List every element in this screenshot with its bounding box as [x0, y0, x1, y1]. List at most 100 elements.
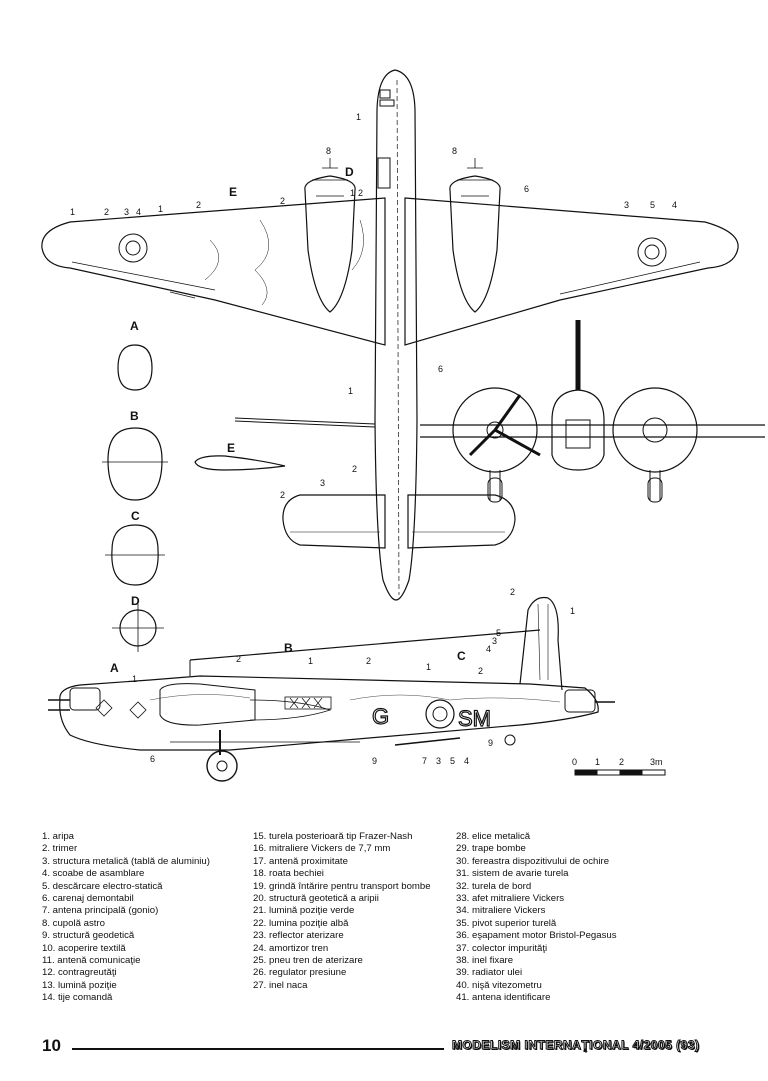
front-view-right-engine [612, 387, 698, 473]
legend-item: 8. cupolă astro [42, 917, 105, 929]
label-section-c: C [131, 509, 140, 523]
legend-item: 25. pneu tren de aterizare [253, 955, 363, 967]
scale-tick-3: 3m [650, 757, 663, 767]
label-section-a: A [130, 319, 139, 333]
callout-3b: 3 [624, 200, 629, 210]
callout-1i: 1 [426, 662, 431, 672]
scale-tick-2: 2 [619, 757, 624, 767]
legend-item: 13. lumină poziţie [42, 979, 117, 991]
code-letters-sm: SM [458, 706, 491, 731]
legend-item: 14. tije comandă [42, 992, 113, 1004]
legend-item: 3. structura metalică (tablă de aluminiu… [42, 855, 210, 867]
callout-1d: 1 [356, 112, 361, 122]
legend-item: 18. roata bechiei [253, 868, 324, 880]
callout-2i: 2 [366, 656, 371, 666]
section-c-shape [111, 524, 159, 586]
legend-item: 10. acoperire textilă [42, 942, 126, 954]
legend-item: 11. antenă comunicaţie [42, 955, 141, 967]
legend-item: 29. trape bombe [456, 843, 526, 855]
legend-item: 22. lumina poziţie albă [253, 917, 349, 929]
callout-1h: 1 [308, 656, 313, 666]
callout-5b: 5 [496, 628, 501, 638]
top-view-right-wing [404, 197, 739, 346]
scale-tick-1: 1 [595, 757, 600, 767]
legend-item: 35. pivot superior turelă [456, 917, 557, 929]
top-view-fuselage [374, 69, 418, 601]
legend-item: 40. nişă vitezometru [456, 979, 542, 991]
legend-item: 9. structură geodetică [42, 930, 135, 942]
legend-item: 31. sistem de avarie turela [456, 868, 569, 880]
callout-3c: 3 [320, 478, 325, 488]
legend-item: 27. inel naca [253, 979, 308, 991]
callout-8: 8 [326, 146, 331, 156]
label-section-e: E [227, 441, 235, 455]
callout-4b: 4 [672, 200, 677, 210]
parts-legend: 1. aripa 2. trimer 3. structura metalică… [42, 831, 742, 1021]
callout-2e: 2 [352, 464, 357, 474]
callout-9: 9 [372, 756, 377, 766]
legend-item: 4. scoabe de asamblare [42, 868, 145, 880]
side-view-main-wheel [206, 750, 238, 782]
legend-item: 17. antenă proximitate [253, 855, 348, 867]
legend-item: 16. mitraliere Vickers de 7,7 mm [253, 843, 391, 855]
label-section-c-side: C [457, 649, 466, 663]
legend-item: 38. inel fixare [456, 955, 514, 967]
magazine-title: MODELISM INTERNAŢIONAL 4/2005 (93) [451, 1038, 700, 1053]
code-letter-g: G [372, 704, 389, 729]
legend-item: 39. radiator ulei [456, 967, 523, 979]
legend-item: 36. eşapament motor Bristol-Pegasus [456, 930, 617, 942]
callout-5c: 5 [450, 756, 455, 766]
legend-item: 20. structură geotetică a aripii [253, 893, 379, 905]
legend-item: 34. mitraliere Vickers [456, 905, 546, 917]
callout-1g: 1 [132, 674, 137, 684]
callout-2h: 2 [236, 654, 241, 664]
callout-6b: 6 [438, 364, 443, 374]
callout-2f: 2 [280, 490, 285, 500]
callout-3: 3 [124, 207, 129, 217]
callout-6c: 6 [150, 754, 155, 764]
callout-3e: 3 [436, 756, 441, 766]
legend-item: 1. aripa [42, 831, 74, 842]
label-section-b-side: B [284, 641, 293, 655]
front-view-left-engine [452, 387, 538, 473]
callout-1: 1 [70, 207, 75, 217]
legend-item: 19. grindă întărire pentru transport bom… [253, 880, 431, 892]
legend-item: 32. turela de bord [456, 880, 532, 892]
side-view-fuselage [59, 675, 599, 751]
legend-item: 37. colector impurităţi [456, 942, 548, 954]
section-labels: A B C D E E D A B C [110, 165, 466, 675]
callout-1e: 1 [348, 386, 353, 396]
legend-item: 33. afet mitraliere Vickers [456, 893, 565, 905]
top-view-tailplane [282, 494, 386, 549]
callout-9b: 9 [488, 738, 493, 748]
side-view-tail-fin [519, 596, 563, 691]
legend-item: 7. antena principală (gonio) [42, 905, 159, 917]
section-e-airfoil [194, 455, 286, 471]
callout-2c: 2 [280, 196, 285, 206]
label-section-e-top: E [229, 185, 237, 199]
top-view-right-nacelle [449, 175, 501, 313]
aircraft-code: G SM [371, 703, 491, 731]
callout-6: 6 [524, 184, 529, 194]
top-view-left-nacelle [304, 175, 356, 313]
aircraft-drawing: A B C D E E D A B C 1 2 3 4 1 2 2 8 8 1 … [41, 69, 765, 782]
top-view [41, 69, 739, 601]
side-view [48, 596, 615, 782]
section-b-shape [107, 427, 163, 501]
scale-tick-0: 0 [572, 757, 577, 767]
callout-2b: 2 [196, 200, 201, 210]
legend-item: 41. antena identificare [456, 992, 551, 1004]
callout-1b: 1 [158, 204, 163, 214]
callout-1f: 1 [570, 606, 575, 616]
footer-divider [72, 1048, 444, 1050]
callout-2d: 2 [358, 188, 363, 198]
callout-2: 2 [104, 207, 109, 217]
legend-item: 15. turela posterioară tip Frazer-Nash [253, 831, 413, 842]
callout-4d: 4 [464, 756, 469, 766]
callout-8b: 8 [452, 146, 457, 156]
top-view-left-wing [41, 197, 386, 346]
section-a-shape [117, 344, 153, 391]
page-footer: 10 MODELISM INTERNAŢIONAL 4/2005 (93) [0, 1036, 768, 1066]
side-view-roundel [425, 699, 455, 729]
legend-column-3: 28. elice metalică 29. trape bombe 30. f… [456, 831, 696, 1005]
